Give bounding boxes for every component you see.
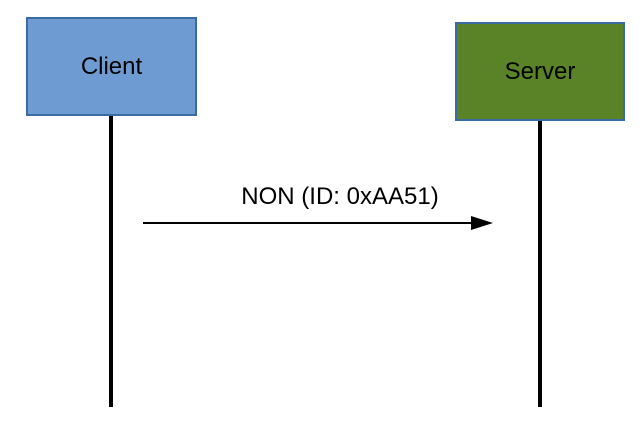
client-actor-box: Client [26,17,197,116]
client-actor-label: Client [80,52,143,80]
server-lifeline [538,121,542,407]
server-actor-label: Server [504,57,576,85]
client-lifeline [109,116,113,407]
message-arrow-line [143,222,473,224]
message-label: NON (ID: 0xAA51) [241,183,439,210]
message-arrowhead-icon [471,216,493,230]
server-actor-box: Server [455,22,625,121]
